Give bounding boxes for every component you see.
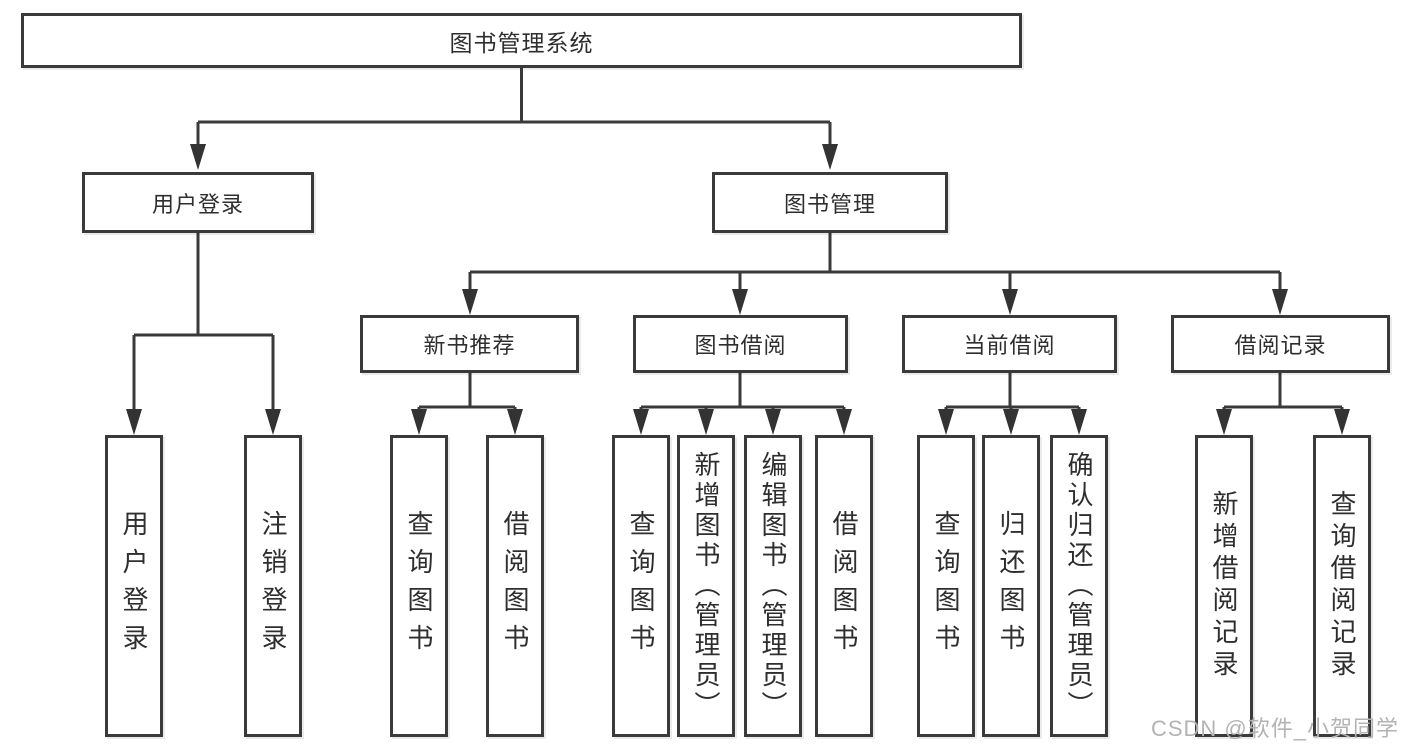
leaf-borrow-books-borrow: 借阅图书 <box>815 435 873 737</box>
edge-user-to-leaves <box>132 233 275 413</box>
arrow-icon <box>1071 409 1087 435</box>
leaf-borrow-books-recommend: 借阅图书 <box>486 435 544 737</box>
node-root: 图书管理系统 <box>21 13 1022 68</box>
arrow-icon <box>1216 409 1232 435</box>
edge-root-to-level2 <box>196 68 832 148</box>
arrow-icon <box>126 409 142 435</box>
arrow-icon <box>411 409 427 435</box>
edge-section1-to-leaves <box>639 373 846 413</box>
arrow-icon <box>698 409 714 435</box>
node-current-borrow: 当前借阅 <box>902 315 1117 373</box>
arrow-icon <box>938 409 954 435</box>
arrow-icon <box>822 144 838 170</box>
leaf-logout: 注销登录 <box>244 435 302 737</box>
edge-book-to-sections <box>468 233 1282 292</box>
arrow-icon <box>836 409 852 435</box>
arrow-icon <box>1272 289 1288 315</box>
arrow-icon <box>1334 409 1350 435</box>
arrow-icon <box>1002 289 1018 315</box>
arrow-icon <box>732 289 748 315</box>
leaf-query-borrow-record: 查询借阅记录 <box>1313 435 1371 737</box>
node-new-book-recommend: 新书推荐 <box>360 315 579 373</box>
arrowheads <box>126 144 1350 435</box>
arrow-icon <box>633 409 649 435</box>
arrow-icon <box>265 409 281 435</box>
arrow-icon <box>462 289 478 315</box>
edge-section0-to-leaves <box>417 373 517 413</box>
leaf-query-books-current: 查询图书 <box>917 435 975 737</box>
leaf-user-login: 用户登录 <box>105 435 163 737</box>
node-book-borrow: 图书借阅 <box>633 315 848 373</box>
node-book-management: 图书管理 <box>712 172 948 233</box>
arrow-icon <box>190 144 206 170</box>
leaf-query-books-recommend: 查询图书 <box>390 435 448 737</box>
node-borrow-records: 借阅记录 <box>1171 315 1390 373</box>
node-user-login: 用户登录 <box>82 172 314 233</box>
edge-section2-to-leaves <box>944 373 1081 413</box>
leaf-add-borrow-record: 新增借阅记录 <box>1195 435 1253 737</box>
leaf-return-books: 归还图书 <box>982 435 1040 737</box>
leaf-query-books-borrow: 查询图书 <box>612 435 670 737</box>
arrow-icon <box>1003 409 1019 435</box>
leaf-confirm-return-admin: 确认归还（管理员） <box>1050 435 1108 737</box>
leaf-add-book-admin: 新增图书（管理员） <box>677 435 735 737</box>
leaf-edit-book-admin: 编辑图书（管理员） <box>744 435 802 737</box>
arrow-icon <box>765 409 781 435</box>
arrow-icon <box>507 409 523 435</box>
edge-section3-to-leaves <box>1222 373 1344 413</box>
watermark: CSDN @软件_小贺同学 <box>1150 716 1399 741</box>
